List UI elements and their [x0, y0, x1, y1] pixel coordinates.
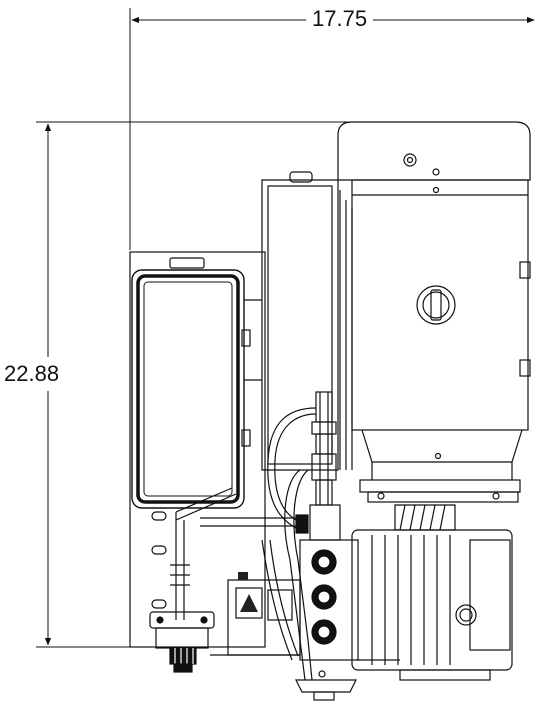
width-dimension-label: 17.75 — [306, 6, 374, 32]
base-frame — [129, 251, 266, 648]
manifold-block — [295, 504, 359, 661]
knob-icon — [149, 611, 215, 673]
filter-housing-icon — [131, 269, 245, 509]
height-dimension-label: 22.88 — [4, 357, 60, 391]
pump-icon — [351, 504, 513, 681]
warning-label-icon — [235, 572, 263, 619]
motor-icon — [337, 121, 531, 503]
unloader-valve — [311, 391, 337, 506]
outlet-fitting — [210, 654, 400, 701]
hoses — [170, 407, 317, 681]
height-dimension — [36, 121, 360, 648]
